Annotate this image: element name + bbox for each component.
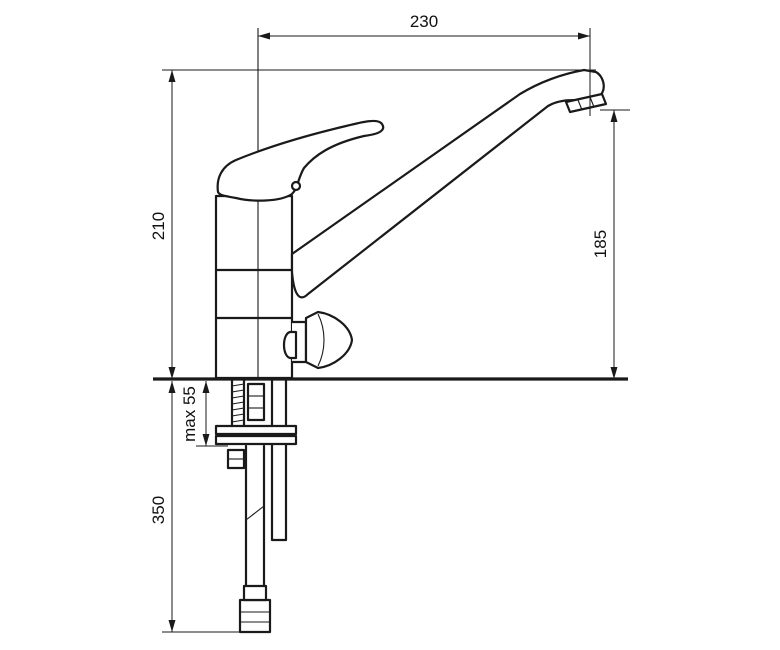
spout	[290, 68, 608, 299]
dimension-max-55-label: max 55	[180, 386, 199, 442]
side-valve-knob	[282, 310, 354, 370]
dimension-230-label: 230	[410, 12, 438, 31]
dimension-185: 185	[591, 109, 630, 379]
dimension-230: 230	[258, 12, 591, 116]
mounting-assembly	[214, 378, 298, 634]
tap-body	[214, 194, 294, 380]
dimension-max-55: max 55	[180, 381, 228, 447]
dimension-185-label: 185	[591, 230, 610, 258]
dimension-210-label: 210	[149, 212, 168, 240]
dimension-350: 350	[149, 381, 244, 633]
dimension-350-label: 350	[149, 496, 168, 524]
lever-handle	[216, 119, 385, 202]
dimension-210: 210	[149, 69, 596, 379]
